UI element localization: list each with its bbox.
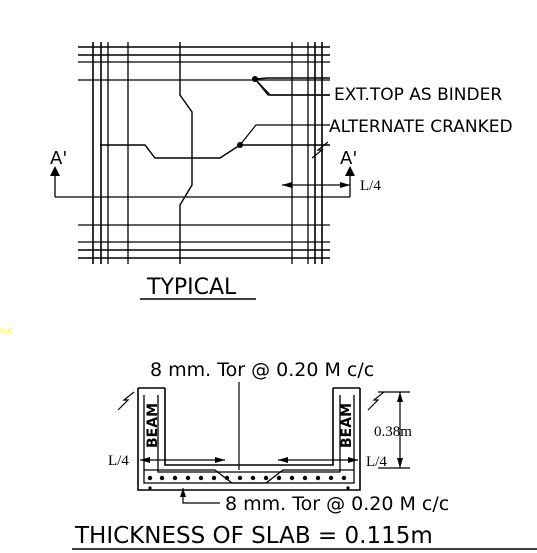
label-ext-top: EXT.TOP AS BINDER [334,85,502,105]
dim-arrow-v2 [397,458,403,468]
dim-arrow-r1 [278,457,288,463]
section-outline [137,387,361,491]
thickness-label: THICKNESS OF SLAB = 0.115m [74,523,433,549]
plan-bars [78,42,330,264]
section-reinforcement [143,395,355,484]
break-mark-left [117,391,135,411]
beam-label-right: BEAM [339,403,355,448]
plan-dim-arrow-left [282,182,292,188]
plan-leaders [239,78,330,146]
section-arrow-right [345,166,355,176]
bottom-bar-label: 8 mm. Tor @ 0.20 M c/c [225,493,449,515]
beam-label-left: BEAM [145,403,161,448]
faint-text: c.c [0,324,13,336]
section-dimensions [140,391,410,469]
dim-left-label: L/4 [108,453,129,469]
plan-title: TYPICAL [146,275,237,300]
bottom-leader-arrow [180,488,186,497]
plan-view: EXT.TOP AS BINDER ALTERNATE CRANKED A' A… [50,42,513,300]
label-alternate-cranked: ALTERNATE CRANKED [329,117,513,137]
leader-dot-top [252,76,258,82]
dim-arrow-v1 [397,392,403,402]
section-bar-dots [147,475,350,490]
dim-arrow-l1 [140,457,150,463]
section-arrow-left [50,166,60,176]
plan-cranked-bars [100,42,330,264]
dim-right-label: L/4 [366,454,387,470]
dim-arrow-r2 [348,457,358,463]
break-mark-right [367,391,385,411]
dim-arrow-l2 [215,457,225,463]
plan-frame [78,42,330,264]
leader-dot-bottom [237,142,243,148]
top-bar-label: 8 mm. Tor @ 0.20 M c/c [150,359,374,381]
section-view: 8 mm. Tor @ 0.20 M c/c BEAM [72,359,537,550]
section-mark-right: A' [340,148,357,169]
section-mark-left: A' [50,148,67,169]
dim-height-label: 0.38m [374,424,412,440]
break-mark [311,141,329,159]
plan-dim-label: L/4 [360,178,381,194]
plan-dim-arrow-right [340,182,350,188]
